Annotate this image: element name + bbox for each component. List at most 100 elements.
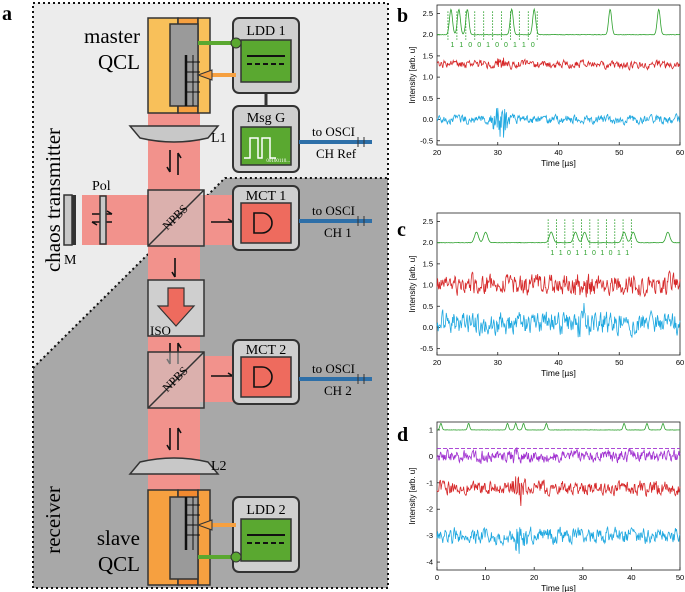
bit-label: 0 [609,250,613,257]
y-axis-label: Intensity [arb. u] [408,47,417,104]
y-tick-label: 2.0 [423,238,433,247]
transmitter-region [33,3,388,368]
bit-label: 1 [450,42,454,49]
y-tick-label: -0.5 [420,136,433,145]
ldd2-box [232,496,300,573]
mct2-label: MCT 2 [246,343,287,358]
x-tick-label: 0 [435,573,439,582]
msg-gen-box [232,105,300,173]
series-line-3 [436,107,681,138]
msg-gen-bits: 00100110... [266,159,290,164]
bit-label: 1 [559,250,563,257]
mct2-box [232,339,300,405]
x-tick-label: 50 [615,358,623,367]
chaos-transmitter-label: chaos transmitter [41,128,65,272]
y-tick-label: 1 [429,425,433,434]
y-tick-label: 0 [429,452,433,461]
bit-label: 0 [592,250,596,257]
y-tick-label: -1 [426,478,433,487]
bit-label: 0 [477,42,481,49]
mirror [63,194,76,246]
bit-label: 0 [567,250,571,257]
polarizer [99,195,107,245]
osci-ch2-cable [299,374,372,384]
x-tick-label: 20 [433,148,441,157]
slave-qcl-label-line1: slave [97,526,140,550]
lens-l1 [128,125,220,143]
y-tick-label: 1.5 [423,259,433,268]
ldd2-label: LDD 2 [246,503,285,518]
y-tick-label: -4 [426,558,433,567]
msg-gen-label: Msg G [247,111,286,126]
mirror-label: M [64,253,77,268]
bit-label: 1 [584,250,588,257]
x-tick-label: 40 [627,573,635,582]
x-tick-label: 60 [676,358,684,367]
series-line-1 [436,422,681,431]
master-qcl-label-line1: master [84,24,140,48]
panel-label-c: c [397,219,406,241]
series-line-1 [436,231,681,244]
x-tick-label: 50 [676,573,684,582]
x-axis-label: Time [µs] [541,158,576,168]
y-tick-label: 0.0 [423,323,433,332]
bit-label: 0 [504,42,508,49]
series-line-2 [436,57,681,71]
x-tick-label: 10 [481,573,489,582]
y-tick-label: 0.5 [423,302,433,311]
bit-label: 1 [600,250,604,257]
plot-frame [436,212,681,356]
series-line-4 [436,525,681,554]
isolator-label: ISO [150,323,171,338]
ldd1-wires [196,37,268,108]
bit-label: 1 [625,250,629,257]
x-axis-label: Time [µs] [541,583,576,592]
osci-ch2-label-line1: to OSCI [312,361,355,376]
receiver-label: receiver [41,486,65,554]
region-divider [32,177,388,369]
y-tick-label: 0.0 [423,115,433,124]
x-tick-label: 30 [579,573,587,582]
y-tick-label: 2.5 [423,217,433,226]
panel-label-b: b [397,5,408,27]
y-tick-label: 2.5 [423,9,433,18]
osci-ch1-cable [299,216,372,226]
osci-ch1-label-line1: to OSCI [312,203,355,218]
osci-ch1-label-line2: CH 1 [324,225,352,240]
bit-label: 0 [495,42,499,49]
plot-frame [436,421,681,571]
panel-label-d: d [397,424,408,446]
x-tick-label: 50 [615,148,623,157]
lens-l2 [128,457,220,475]
bit-label: 0 [468,42,472,49]
series-line-3 [436,476,681,506]
isolator [147,279,205,337]
y-tick-label: -0.5 [420,344,433,353]
master-qcl [147,17,211,114]
series-line-1 [436,7,681,36]
bit-label: 1 [522,42,526,49]
bit-label: 1 [575,250,579,257]
npbs-2 [147,351,205,409]
master-qcl-label-line2: QCL [98,50,140,74]
osci-ref-cable [299,137,372,147]
x-tick-label: 20 [433,358,441,367]
x-tick-label: 40 [554,148,562,157]
npbs-1 [147,189,205,247]
osci-ref-label-line2: CH Ref [316,146,357,161]
lens-l2-label: L2 [211,459,227,474]
slave-qcl-label-line2: QCL [98,552,140,576]
y-axis-label: Intensity [arb. u] [408,256,417,313]
y-tick-label: -2 [426,505,433,514]
bit-label: 1 [550,250,554,257]
x-tick-label: 40 [554,358,562,367]
polarizer-label: Pol [92,179,111,194]
bit-label: 1 [617,250,621,257]
osci-ref-label-line1: to OSCI [312,124,355,139]
bit-label: 1 [513,42,517,49]
series-line-2 [436,270,681,298]
